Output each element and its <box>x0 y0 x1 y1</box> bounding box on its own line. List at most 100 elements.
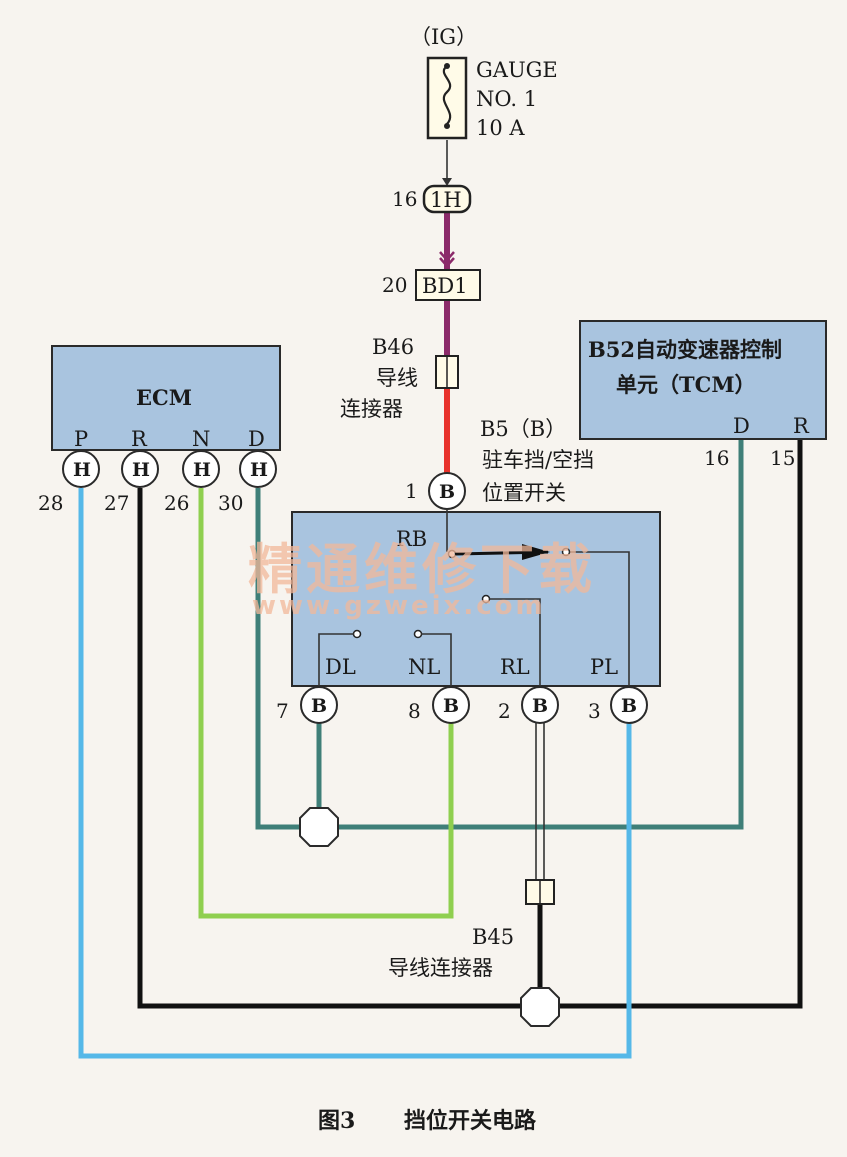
connector-b46-line2: 导线 <box>376 366 418 390</box>
switch-dl-lead <box>318 633 354 688</box>
switch-pin-dl-number: 7 <box>276 699 289 723</box>
switch-pin-rb-number: 1 <box>405 479 418 503</box>
switch-label-2: 驻车挡/空挡 <box>482 448 594 472</box>
switch-pin-nl <box>432 686 470 724</box>
switch-pin-pl-number: 3 <box>588 699 601 723</box>
wire-teal-ecm-d <box>255 488 300 830</box>
connector-1h-label: 1H <box>430 188 462 212</box>
connector-b45: B45 导线连接器 <box>388 879 555 980</box>
caption-title: 挡位开关电路 <box>404 1108 537 1134</box>
switch-rl-label: RL <box>500 655 530 679</box>
ecm-pin-r <box>121 450 159 488</box>
watermark-text: 精通维修下载 <box>248 538 596 601</box>
tcm-pin-r-number: 15 <box>770 446 795 470</box>
switch-pin-nl-number: 8 <box>408 699 421 723</box>
tcm-terminal-r-name: R <box>793 414 810 438</box>
tcm-module: B52自动变速器控制 单元（TCM） D R 16 15 <box>579 320 827 470</box>
fuse-gauge: （IG） GAUGE NO. 1 10 A <box>410 25 558 140</box>
switch-pin-rl-letter: B <box>532 695 548 717</box>
tcm-title-1: B52自动变速器控制 <box>588 337 782 362</box>
fuse-name-2: NO. 1 <box>476 87 537 111</box>
watermark-url: www.gzweix.com <box>252 591 546 621</box>
wire-black-tcm-r <box>559 440 803 1009</box>
switch-pin-pl-letter: B <box>621 695 637 717</box>
switch-nl-label: NL <box>408 655 440 679</box>
ecm-terminal-n-name: N <box>192 427 210 451</box>
fuse-name-1: GAUGE <box>476 58 558 82</box>
wires <box>78 140 803 1059</box>
tcm-title-2: 单元（TCM） <box>616 372 756 397</box>
connector-bd1-body <box>415 269 481 301</box>
wire-teal-tcm-d <box>338 440 744 830</box>
wire-sky-ecm-p <box>78 488 632 1059</box>
switch-pin-dl-letter: B <box>311 695 327 717</box>
arrow-to-1h <box>442 178 452 186</box>
switch-nl-contact <box>413 629 423 639</box>
switch-box <box>291 511 661 687</box>
ecm-pin-d <box>239 450 277 488</box>
switch-dl-label: DL <box>325 655 356 679</box>
wire-black-ecm-r <box>137 488 521 1009</box>
ecm-title: ECM <box>136 385 192 410</box>
switch-pl-label: PL <box>590 655 618 679</box>
switch-rb-label: RB <box>396 527 427 551</box>
ecm-pin-r-number: 27 <box>104 491 129 515</box>
connector-b46: B46 导线 连接器 <box>340 335 459 421</box>
connector-b46-line1: B46 <box>372 335 414 359</box>
switch-pin-rb-letter: B <box>439 481 455 503</box>
ecm-pin-r-letter: H <box>132 459 150 481</box>
arrow-to-bd1-icon-2 <box>439 257 455 268</box>
watermark: 精通维修下载 www.gzweix.com <box>248 538 596 621</box>
switch-rl-lead <box>489 598 541 688</box>
switch-pin-dl <box>300 686 338 724</box>
fuse-rating: 10 A <box>476 116 525 140</box>
fuse-dot-top <box>444 63 450 69</box>
fuse-element-icon <box>442 65 452 125</box>
caption-figure: 图3 <box>318 1108 355 1134</box>
junction-teal <box>299 807 339 847</box>
switch-dl-contact <box>352 629 362 639</box>
connector-1h: 16 1H <box>392 184 472 214</box>
fuse-supply: （IG） <box>410 25 477 49</box>
junction-black <box>520 987 560 1027</box>
connector-bd1: 20 BD1 <box>382 269 481 301</box>
ecm-pin-n <box>182 450 220 488</box>
ecm-pin-d-number: 30 <box>218 491 243 515</box>
connector-b45-line2: 导线连接器 <box>388 956 493 980</box>
ecm-pin-d-letter: H <box>250 459 268 481</box>
figure-caption: 图3 挡位开关电路 <box>318 1108 537 1134</box>
tcm-box <box>579 320 827 440</box>
fuse-dot-bottom <box>444 123 450 129</box>
ecm-terminal-r-name: R <box>131 427 148 451</box>
ecm-pin-p-number: 28 <box>38 491 63 515</box>
switch-pin-rl <box>521 686 559 724</box>
connector-bd1-label: BD1 <box>422 274 468 298</box>
ecm-terminal-d-name: D <box>248 427 265 451</box>
connector-1h-pin: 16 <box>392 187 417 211</box>
tcm-terminal-d-name: D <box>733 414 750 438</box>
switch-label-3: 位置开关 <box>482 481 566 505</box>
switch-pin-nl-letter: B <box>443 695 459 717</box>
ecm-pin-p-letter: H <box>73 459 91 481</box>
ecm-pin-p <box>62 450 100 488</box>
ecm-terminal-p-name: P <box>74 427 88 451</box>
connector-1h-body <box>422 184 472 214</box>
switch-pin-rl-number: 2 <box>498 699 511 723</box>
ecm-box <box>51 345 281 451</box>
switch-pin-pl <box>610 686 648 724</box>
connector-b46-line3: 连接器 <box>340 397 403 421</box>
connector-bd1-pin: 20 <box>382 273 407 297</box>
ecm-pin-n-number: 26 <box>164 491 189 515</box>
switch-nl-lead <box>421 633 452 688</box>
ecm-module: ECM P R N D H H H H 28 27 26 30 <box>38 345 281 515</box>
switch-pl-lead <box>569 551 630 688</box>
ecm-pin-n-letter: H <box>193 459 211 481</box>
wire-lime-ecm-n <box>198 488 454 919</box>
tcm-pin-d-number: 16 <box>704 446 729 470</box>
connector-b45-line1: B45 <box>472 925 514 949</box>
switch-label-1: B5（B） <box>480 417 566 441</box>
switch-wiper-arrow-icon <box>522 544 550 560</box>
arrow-to-bd1-icon <box>439 251 455 262</box>
park-neutral-switch: B5（B） 驻车挡/空挡 位置开关 B 1 RB DL NL RL PL <box>276 417 661 724</box>
